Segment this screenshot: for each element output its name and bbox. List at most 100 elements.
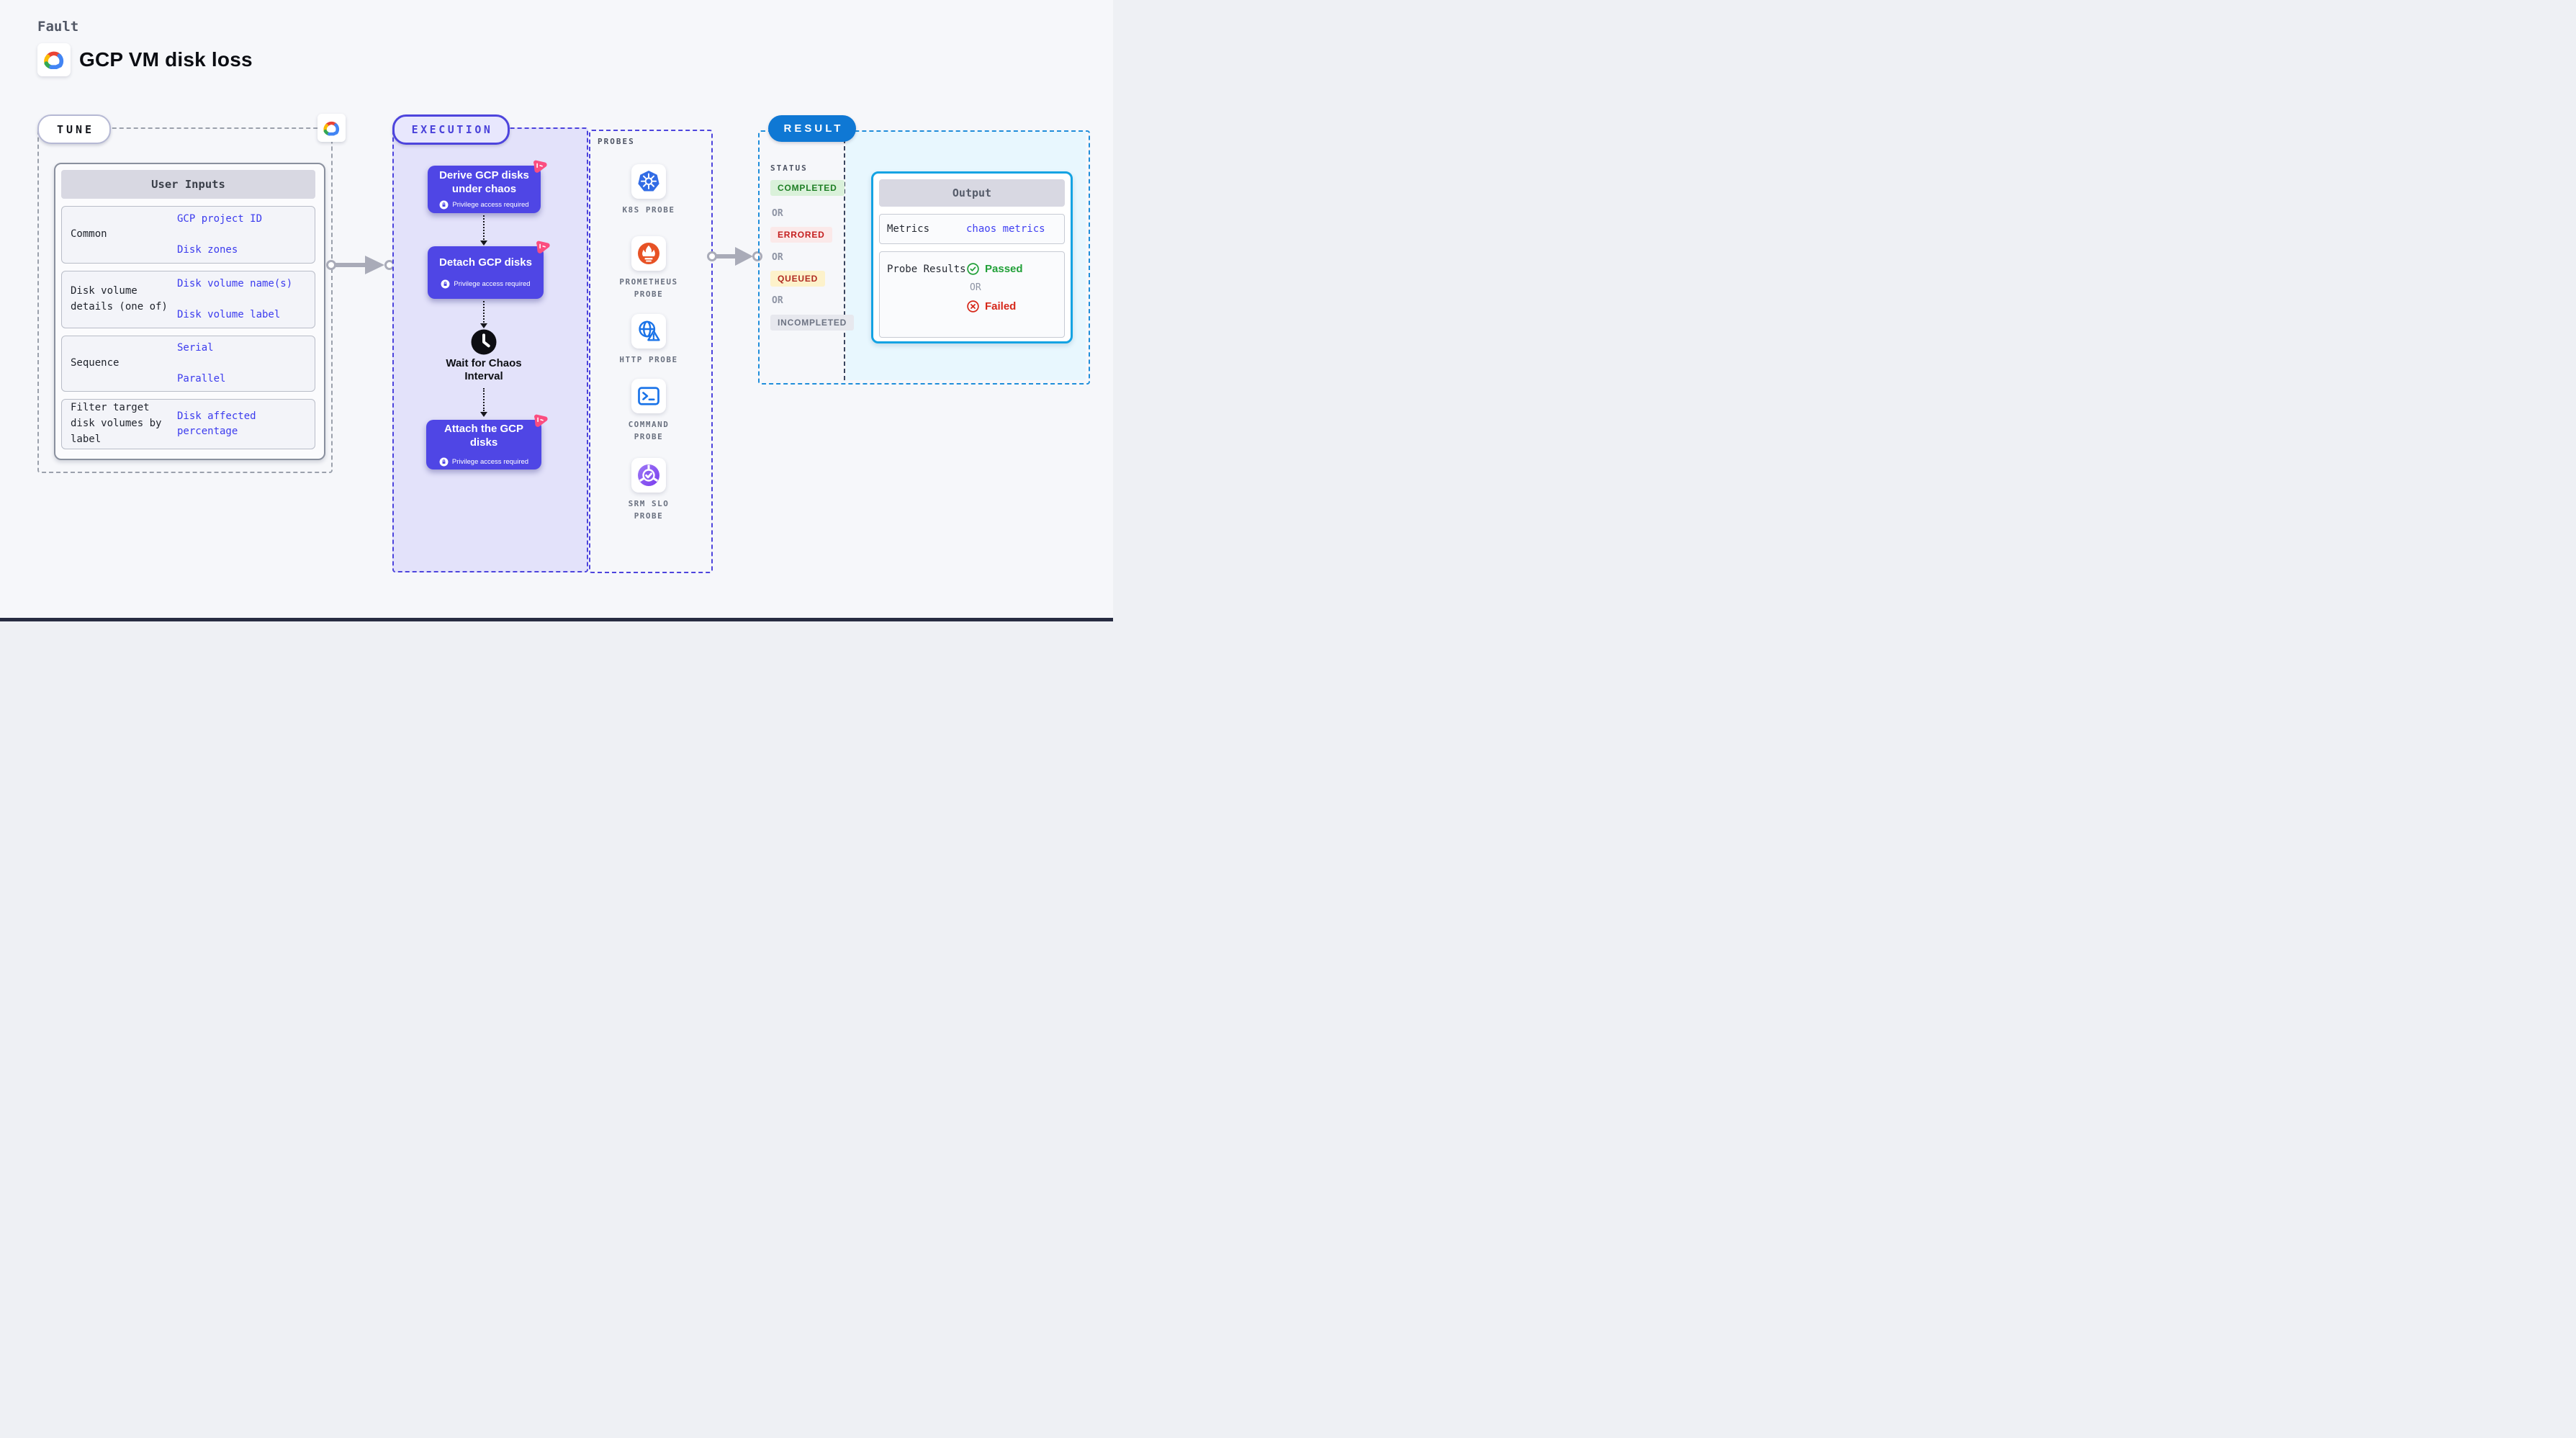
status-label: STATUS: [770, 163, 808, 173]
row-value: Disk volume name(s): [177, 278, 293, 289]
row-value: Serial: [177, 342, 214, 354]
probe-results-row: Probe Results Passed OR Failed: [879, 251, 1065, 338]
prometheus-icon: [638, 243, 659, 264]
probe-name: SRM SLO PROBE: [628, 499, 670, 521]
step-detach-gcp-disks: Detach GCP disks Privilege access requir…: [428, 241, 550, 299]
srm-slo-icon: [638, 464, 659, 486]
probe-http: HTTP PROBE: [609, 314, 688, 366]
probe-tile: [631, 164, 666, 199]
step-title: Detach GCP disks: [439, 256, 532, 269]
kubernetes-icon: [638, 171, 659, 192]
probe-prometheus: PROMETHEUS PROBE: [609, 236, 688, 300]
flow-connector: [483, 215, 485, 240]
probe-name: K8S PROBE: [622, 205, 675, 215]
metrics-label: Metrics: [887, 223, 930, 235]
result-divider: [844, 132, 845, 380]
gcp-cloud-icon: [323, 121, 340, 135]
flow-arrowhead: [480, 323, 487, 328]
result-section-box: [758, 130, 1090, 385]
result-section-pill: RESULT: [768, 115, 856, 142]
row-label: Sequence: [71, 357, 120, 369]
gcp-logo-tile-small: [318, 114, 346, 142]
check-circle-icon: [967, 263, 979, 275]
chaos-icon: [536, 241, 550, 253]
user-inputs-header: User Inputs: [61, 170, 315, 199]
x-circle-icon: [967, 300, 979, 313]
user-input-row-filter: Filter target disk volumes by label Disk…: [61, 399, 315, 449]
metrics-value: chaos metrics: [966, 223, 1045, 235]
user-input-row-common: Common GCP project ID Disk zones: [61, 206, 315, 264]
status-badge-completed: COMPLETED: [770, 180, 845, 196]
probe-name: COMMAND PROBE: [628, 420, 670, 442]
page-title: GCP VM disk loss: [79, 48, 253, 71]
privilege-badge-text: Privilege access required: [451, 458, 529, 467]
execution-label: EXECUTION: [411, 123, 493, 136]
user-input-row-sequence: Sequence Serial Parallel: [61, 336, 315, 392]
row-label: Disk volume details (one of): [71, 285, 168, 313]
step-title: Derive GCP disks under chaos: [439, 169, 529, 195]
row-label: Filter target disk volumes by label: [71, 402, 162, 445]
tune-section-box: [37, 127, 333, 473]
row-value: Disk affected percentage: [177, 410, 256, 437]
probes-label: PROBES: [598, 137, 635, 146]
user-input-row-disk-volume: Disk volume details (one of) Disk volume…: [61, 271, 315, 328]
flow-connector: [483, 388, 485, 411]
lock-icon: [439, 457, 449, 467]
lock-icon: [441, 279, 450, 289]
row-value: Parallel: [177, 373, 226, 385]
probe-tile: [631, 236, 666, 271]
bottom-edge-bar: [0, 618, 1113, 621]
row-label: Common: [71, 228, 107, 241]
passed-text: Passed: [985, 263, 1023, 275]
failed-text: Failed: [985, 300, 1017, 313]
probe-srm-slo: SRM SLO PROBE: [609, 458, 688, 522]
probe-results-label: Probe Results: [887, 264, 966, 275]
probe-name: PROMETHEUS PROBE: [619, 277, 678, 300]
clock-icon: [471, 329, 497, 355]
fault-diagram-canvas: Fault GCP VM disk loss TUNE U: [0, 0, 1113, 621]
output-header: Output: [879, 179, 1065, 207]
output-card: Output Metrics chaos metrics Probe Resul…: [871, 171, 1073, 343]
row-value: GCP project ID: [177, 213, 263, 225]
tune-label: TUNE: [56, 122, 95, 136]
or-text: OR: [772, 295, 783, 306]
arrow-execution-to-result: [707, 247, 762, 266]
flow-arrowhead: [480, 241, 487, 246]
chaos-icon: [533, 160, 547, 173]
gcp-logo-tile: [37, 43, 71, 76]
probe-result-passed: Passed: [966, 262, 1023, 276]
step-title: Attach the GCP disks: [443, 422, 523, 449]
execution-section-pill: EXECUTION: [392, 114, 510, 145]
lock-icon: [439, 200, 449, 210]
probe-tile: [631, 458, 666, 493]
probe-tile: [631, 379, 666, 413]
http-globe-warning-icon: [639, 320, 660, 341]
or-text: OR: [772, 252, 783, 263]
privilege-badge: Privilege access required: [439, 457, 528, 467]
result-label: RESULT: [783, 122, 844, 135]
probe-k8s: K8S PROBE: [609, 164, 688, 216]
step-wait-for-chaos-interval: Wait for Chaos Interval: [446, 357, 522, 382]
chaos-icon: [534, 414, 548, 427]
or-text: OR: [772, 208, 783, 219]
probe-command: COMMAND PROBE: [609, 379, 688, 443]
privilege-badge-text: Privilege access required: [452, 200, 529, 209]
fault-kicker: Fault: [37, 19, 79, 35]
privilege-badge: Privilege access required: [439, 200, 529, 210]
probes-section-box: [589, 130, 713, 573]
gcp-cloud-icon: [44, 51, 64, 69]
flow-arrowhead: [480, 412, 487, 417]
flow-connector: [483, 301, 485, 323]
metrics-row: Metrics chaos metrics: [879, 214, 1065, 244]
tune-section-pill: TUNE: [37, 114, 111, 144]
status-badge-queued: QUEUED: [770, 271, 826, 287]
probe-tile: [631, 314, 666, 349]
probe-name: HTTP PROBE: [619, 355, 678, 364]
probe-result-failed: Failed: [966, 300, 1023, 313]
step-attach-gcp-disks: Attach the GCP disks Privilege access re…: [426, 414, 548, 469]
terminal-icon: [638, 387, 659, 405]
privilege-badge: Privilege access required: [441, 279, 531, 289]
row-value: Disk volume label: [177, 309, 281, 320]
status-badge-errored: ERRORED: [770, 227, 832, 243]
row-value: Disk zones: [177, 244, 238, 256]
